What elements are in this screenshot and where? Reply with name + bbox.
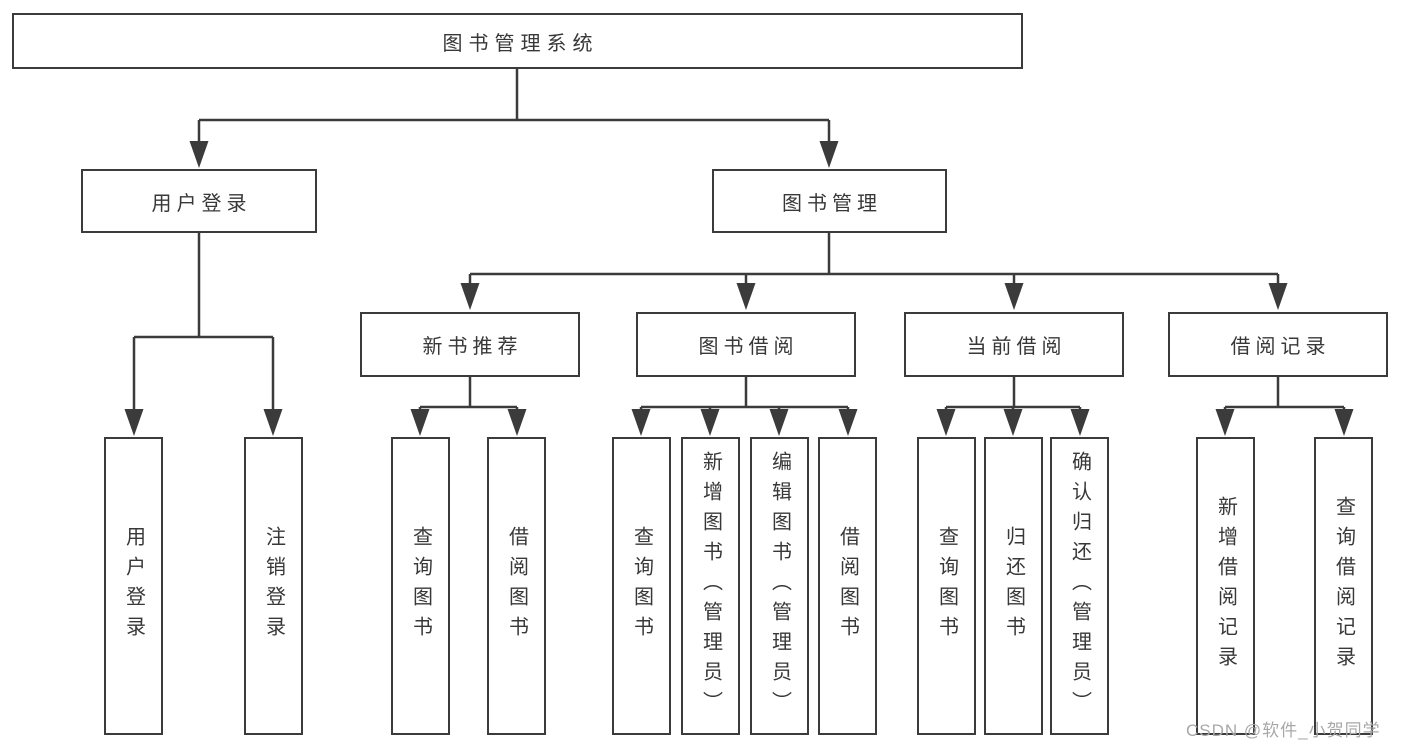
node-label: 图书借阅 — [698, 336, 799, 358]
node-book-borrowing: 图书借阅 — [636, 312, 856, 377]
node-library-management-system: 图书管理系统 — [12, 13, 1023, 69]
node-label: 借阅图书 — [505, 526, 528, 646]
leaf-login-logout: 注销登录 — [244, 437, 303, 735]
node-new-book-recommendation: 新书推荐 — [360, 312, 580, 377]
arrowhead — [1215, 409, 1235, 436]
leaf-recommend-borrow-books: 借阅图书 — [487, 437, 546, 735]
connector-root-to-level2 — [197, 69, 831, 144]
arrowhead — [1070, 409, 1090, 436]
connector-book-management-children — [468, 233, 1280, 286]
node-book-management: 图书管理 — [712, 169, 947, 233]
leaf-current-confirm-return-admin: 确认归还（管理员） — [1050, 437, 1109, 735]
node-label: 图书管理 — [782, 192, 882, 215]
arrowhead — [263, 409, 283, 436]
leaf-recommend-query-books: 查询图书 — [391, 437, 450, 735]
arrowhead — [1004, 283, 1024, 310]
arrowhead — [124, 409, 144, 436]
arrowhead — [1268, 283, 1288, 310]
arrowhead — [936, 409, 956, 436]
arrowhead — [460, 283, 480, 310]
arrowhead — [819, 141, 839, 168]
csdn-watermark: CSDN @软件_小贺同学 — [1186, 721, 1381, 740]
node-current-borrowing: 当前借阅 — [904, 312, 1124, 377]
arrowhead — [736, 283, 756, 310]
leaf-borrowing-query-books: 查询图书 — [612, 437, 671, 735]
node-label: 确认归还（管理员） — [1068, 451, 1091, 721]
node-label: 查询借阅记录 — [1332, 496, 1355, 676]
node-label: 用户登录 — [122, 526, 145, 646]
node-label: 新增图书（管理员） — [699, 451, 722, 721]
node-borrowing-records: 借阅记录 — [1168, 312, 1388, 377]
node-label: 编辑图书（管理员） — [768, 451, 791, 721]
node-label: 借阅图书 — [836, 526, 859, 646]
arrowhead — [1334, 409, 1354, 436]
arrowhead — [769, 409, 789, 436]
arrowheads — [124, 141, 1354, 436]
arrowhead — [507, 409, 527, 436]
arrowhead — [189, 141, 209, 168]
leaf-borrowing-add-books-admin: 新增图书（管理员） — [681, 437, 740, 735]
connector-user-login-children — [132, 233, 275, 412]
node-user-login: 用户登录 — [81, 169, 317, 233]
leaf-borrowing-borrow-books: 借阅图书 — [818, 437, 877, 735]
arrowhead — [1003, 409, 1023, 436]
node-label: 查询图书 — [409, 526, 432, 646]
node-label: 归还图书 — [1002, 526, 1025, 646]
arrowhead — [838, 409, 858, 436]
node-label: 借阅记录 — [1230, 336, 1331, 358]
node-label: 查询图书 — [935, 526, 958, 646]
node-label: 新增借阅记录 — [1214, 496, 1237, 676]
arrowhead — [631, 409, 651, 436]
node-label: 用户登录 — [151, 192, 252, 215]
leaf-records-query-borrow-record: 查询借阅记录 — [1314, 437, 1373, 735]
node-label: 当前借阅 — [966, 336, 1067, 358]
arrowhead — [410, 409, 430, 436]
connector-new-book-children — [418, 377, 519, 412]
node-label: 查询图书 — [630, 526, 653, 646]
leaf-login-user-login: 用户登录 — [104, 437, 163, 735]
leaf-current-query-books: 查询图书 — [917, 437, 976, 735]
node-label: 注销登录 — [262, 526, 285, 646]
arrowhead — [700, 409, 720, 436]
leaf-records-add-borrow-record: 新增借阅记录 — [1196, 437, 1255, 735]
connector-current-borrowing-children — [944, 377, 1082, 412]
connector-book-borrowing-children — [639, 377, 850, 412]
leaf-current-return-books: 归还图书 — [984, 437, 1043, 735]
connector-borrowing-records-children — [1223, 377, 1346, 412]
node-label: 新书推荐 — [422, 336, 523, 358]
leaf-borrowing-edit-books-admin: 编辑图书（管理员） — [750, 437, 809, 735]
node-label: 图书管理系统 — [442, 32, 599, 55]
